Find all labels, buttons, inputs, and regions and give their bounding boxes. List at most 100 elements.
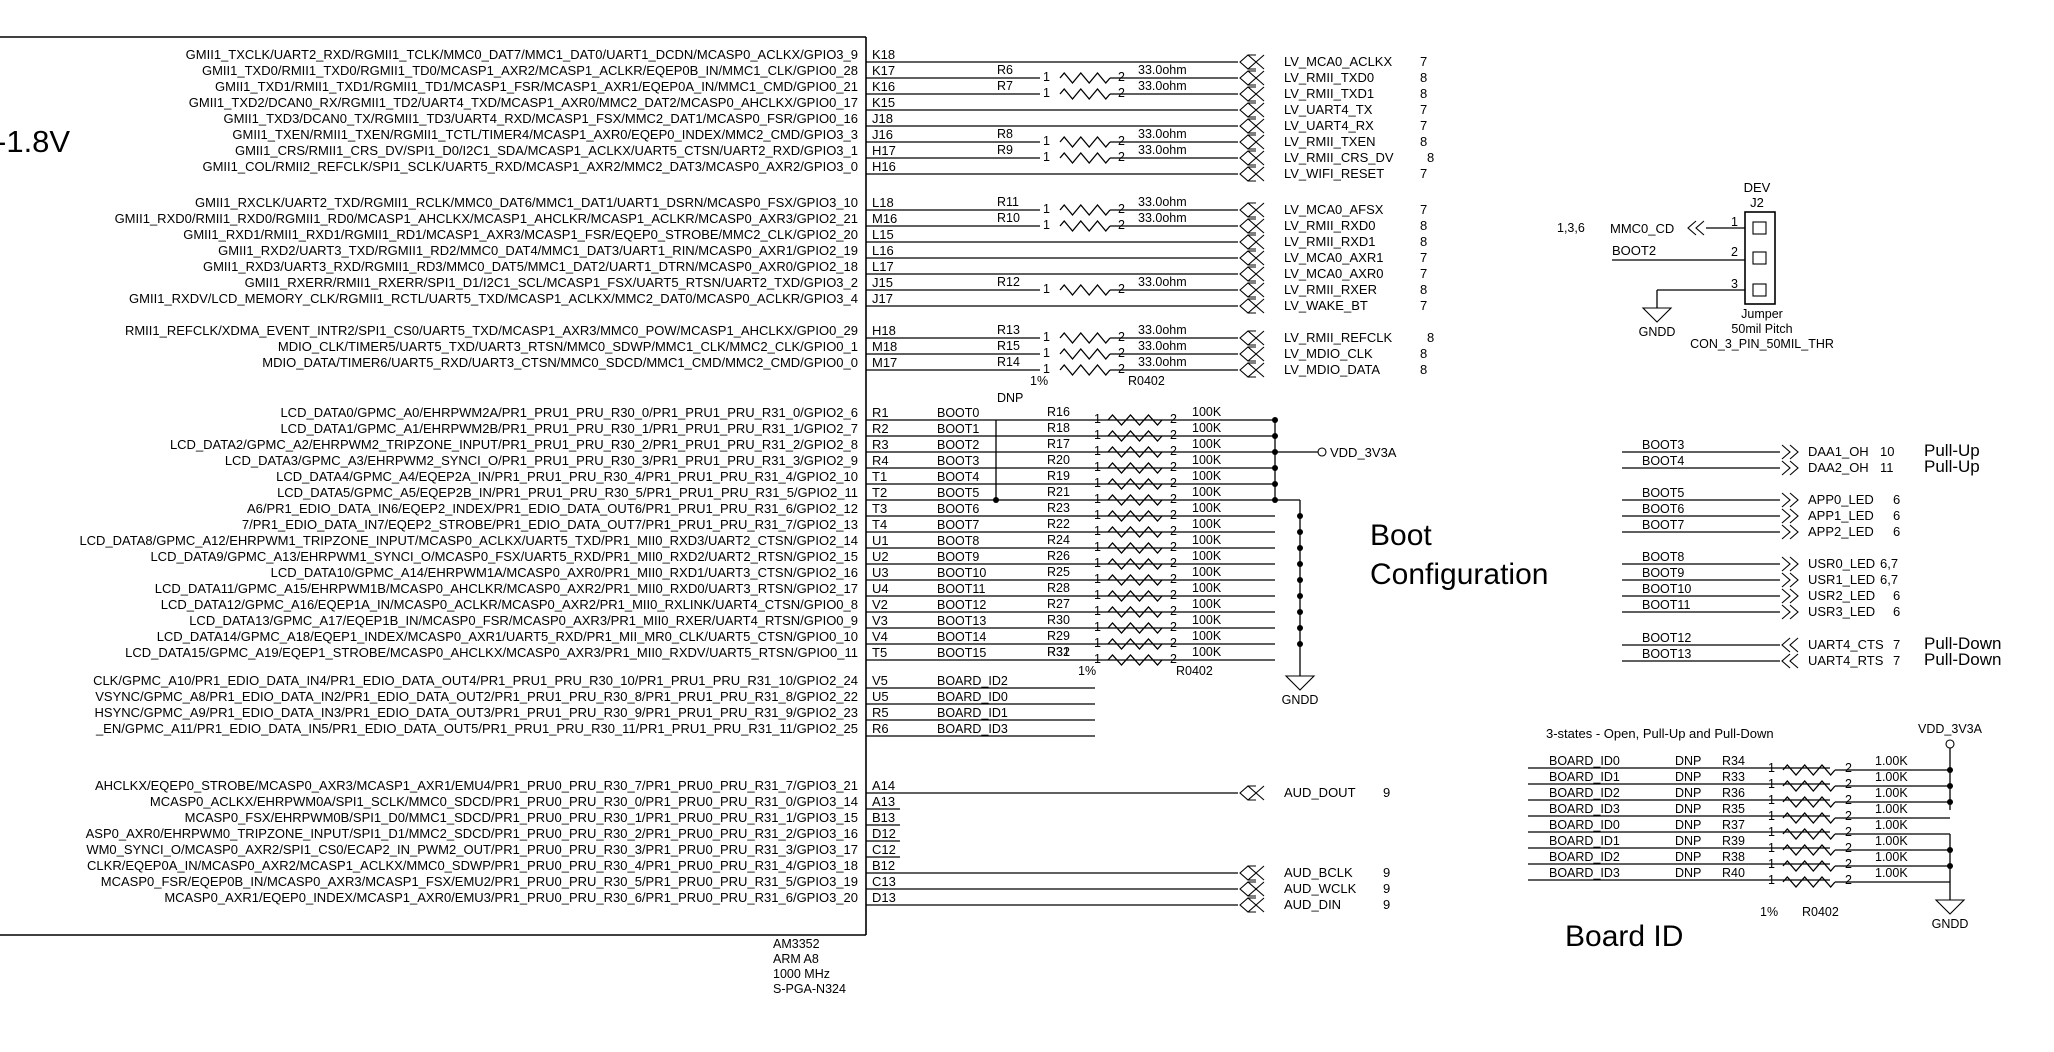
resistor-pin-number: 1 <box>1043 362 1050 376</box>
resistor-pin-number: 2 <box>1845 809 1852 823</box>
board-id-ref: R37 <box>1722 818 1745 832</box>
board-id-row-net: BOARD_ID0 <box>1549 754 1620 768</box>
junction-dot <box>1947 847 1953 853</box>
chip-pin-name: MDIO_DATA/TIMER6/UART5_RXD/UART3_CTSN/MM… <box>262 355 858 370</box>
pull-resistor <box>1107 510 1163 522</box>
boot-out-signal: APP1_LED <box>1808 508 1874 523</box>
boot-resistor-value: 100K <box>1192 469 1222 483</box>
resistor-value: 33.0ohm <box>1138 275 1187 289</box>
board-id-dnp: DNP <box>1675 818 1701 832</box>
net-page-ref: 7 <box>1420 54 1427 69</box>
board-id-dnp: DNP <box>1675 850 1701 864</box>
chip-ball-number: T4 <box>872 517 887 532</box>
chip-ball-number: V2 <box>872 597 888 612</box>
resistor-pin-number: 2 <box>1845 857 1852 871</box>
resistor-ref: R9 <box>997 143 1013 157</box>
net-label: LV_UART4_TX <box>1284 102 1373 117</box>
output-connector-icon <box>1781 588 1799 604</box>
resistor-pin-number: 2 <box>1845 777 1852 791</box>
chip-ball-number: U5 <box>872 689 889 704</box>
jumper-pin-icon <box>1752 283 1767 297</box>
boot-out-signal: DAA2_OH <box>1808 460 1869 475</box>
bidir-connector-icon <box>1239 54 1265 70</box>
boot-resistor-ref: R28 <box>1047 581 1070 595</box>
chip-pin-name: GMII1_RXD2/UART3_TXD/RGMII1_RD2/MMC0_DAT… <box>218 243 858 258</box>
net-label: LV_RMII_TXEN <box>1284 134 1376 149</box>
pull-resistor <box>1107 462 1163 474</box>
boot-out-note: Pull-Down <box>1924 634 2001 653</box>
junction-dot <box>1272 481 1278 487</box>
audio-page-ref: 9 <box>1383 881 1390 896</box>
board-id-note: 3-states - Open, Pull-Up and Pull-Down <box>1546 726 1774 741</box>
boot-net-label: BOOT3 <box>937 454 979 468</box>
board-id-value: 1.00K <box>1875 850 1908 864</box>
junction-dot <box>1297 593 1303 599</box>
resistor-pin-number: 1 <box>1094 556 1101 570</box>
output-connector-icon <box>1781 604 1799 620</box>
chip-ball-number: H17 <box>872 143 896 158</box>
chip-ball-number: U1 <box>872 533 889 548</box>
boot-out-page: 11 <box>1880 460 1894 475</box>
boot-net-label: BOOT5 <box>937 486 979 500</box>
net-page-ref: 7 <box>1420 102 1427 117</box>
board-id-value: 1.00K <box>1875 834 1908 848</box>
bidir-connector-icon <box>1239 250 1265 266</box>
chip-pin-name: LCD_DATA9/GPMC_A13/EHRPWM1_SYNCI_O/MCASP… <box>150 549 858 564</box>
boot-resistor-value: 100K <box>1192 437 1222 451</box>
bidir-connector-icon <box>1239 346 1265 362</box>
net-page-ref: 8 <box>1427 330 1434 345</box>
boot-resistor-ref: R26 <box>1047 549 1070 563</box>
pull-resistor <box>1107 446 1163 458</box>
bidir-connector-icon <box>1239 166 1265 182</box>
resistor-pin-number: 2 <box>1118 218 1125 232</box>
chip-pin-name: LCD_DATA3/GPMC_A3/EHRPWM2_SYNCI_O/PR1_PR… <box>225 453 858 468</box>
chip-pin-name: LCD_DATA11/GPMC_A15/EHRPWM1B/MCASP0_AHCL… <box>155 581 858 596</box>
net-label: LV_RMII_TXD0 <box>1284 70 1374 85</box>
chip-ball-number: T2 <box>872 485 887 500</box>
chip-pin-name: LCD_DATA8/GPMC_A12/EHRPWM1_TRIPZONE_INPU… <box>79 533 858 548</box>
chip-pin-name: GMII1_RXCLK/UART2_TXD/RGMII1_RCLK/MMC0_D… <box>195 195 858 210</box>
resistor-ref: R8 <box>997 127 1013 141</box>
chip-pin-name: 7/PR1_EDIO_DATA_IN7/EQEP2_STROBE/PR1_EDI… <box>242 517 858 532</box>
resistor-value: 33.0ohm <box>1138 63 1187 77</box>
jumper-pin-number: 1 <box>1731 215 1738 229</box>
boot-resistor-ref: R29 <box>1047 629 1070 643</box>
input-connector-icon <box>1781 637 1799 653</box>
chip-ball-number: L16 <box>872 243 894 258</box>
net-label: LV_WIFI_RESET <box>1284 166 1384 181</box>
boot-out-page: 6 <box>1893 588 1900 603</box>
output-connector-icon <box>1781 492 1799 508</box>
resistor-pin-number: 2 <box>1170 588 1177 602</box>
series-resistor <box>1059 331 1111 345</box>
resistor-pin-number: 2 <box>1118 70 1125 84</box>
boot-resistor-value: 100K <box>1192 405 1222 419</box>
resistor-pin-number: 1 <box>1094 428 1101 442</box>
boot-out-signal: USR3_LED <box>1808 604 1875 619</box>
resistor-pin-number: 1 <box>1094 476 1101 490</box>
resistor-value: 33.0ohm <box>1138 323 1187 337</box>
boot-resistor-ref: R21 <box>1047 485 1070 499</box>
resistor-pin-number: 2 <box>1845 841 1852 855</box>
board-id-ref: R33 <box>1722 770 1745 784</box>
boot-resistor-value: 100K <box>1192 581 1222 595</box>
chip-pin-name: GMII1_TXCLK/UART2_RXD/RGMII1_TCLK/MMC0_D… <box>186 47 858 62</box>
net-label: LV_MDIO_DATA <box>1284 362 1380 377</box>
boot-resistor-value: 100K <box>1192 533 1222 547</box>
chip-pin-name: GMII1_TXEN/RMII1_TXEN/RGMII1_TCTL/TIMER4… <box>232 127 858 142</box>
jumper-ref: J2 <box>1750 195 1764 210</box>
chip-ball-number: J16 <box>872 127 893 142</box>
series-resistor <box>1059 87 1111 101</box>
net-page-ref: 7 <box>1420 250 1427 265</box>
chip-ball-number: K17 <box>872 63 895 78</box>
chip-ball-number: R6 <box>872 721 889 736</box>
pull-resistor <box>1107 558 1163 570</box>
junction-dot <box>1272 497 1278 503</box>
bidir-connector-icon <box>1239 150 1265 166</box>
chip-ball-number: U4 <box>872 581 889 596</box>
boot-net-label: BOOT4 <box>937 470 979 484</box>
net-page-ref: 8 <box>1420 346 1427 361</box>
junction-dot <box>1297 609 1303 615</box>
resistor-pin-number: 2 <box>1170 572 1177 586</box>
jumper-net2: BOOT2 <box>1612 243 1656 258</box>
